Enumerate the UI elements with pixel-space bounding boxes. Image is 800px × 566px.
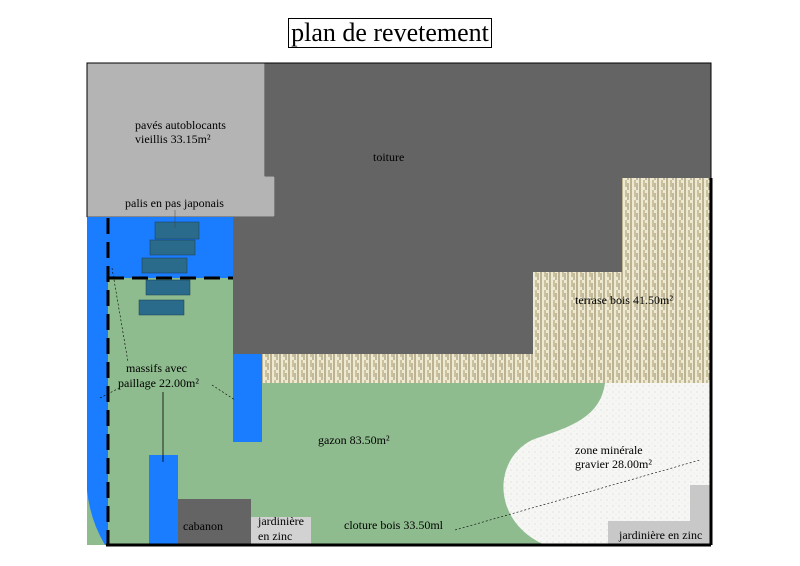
leader-lines (99, 267, 701, 531)
gravier-label-2: gravier 28.00m² (575, 457, 652, 471)
jardiniere-right (608, 485, 711, 545)
paves-label-2: vieillis 33.15m² (135, 132, 211, 146)
palis-label: palis en pas japonais (125, 196, 224, 210)
page-title: plan de revetement (288, 18, 492, 48)
stepping-stone (138, 299, 185, 316)
dashed-borders (106, 218, 233, 545)
gravier-label-1: zone minérale (575, 443, 643, 457)
gazon-label: gazon 83.50m² (318, 433, 390, 447)
toiture-zone (233, 63, 711, 354)
toiture-label: toiture (373, 150, 404, 164)
terrasse-zone (262, 178, 711, 383)
massif-center (233, 354, 262, 442)
gravier-zone (503, 383, 711, 545)
cabanon-label: cabanon (183, 519, 223, 533)
jardiniere-left-label-2: en zinc (258, 529, 292, 543)
jardiniere-left-label-1: jardinière (257, 514, 304, 528)
massifs-label-2: paillage 22.00m² (118, 376, 199, 390)
jardiniere-left (251, 517, 311, 545)
terrasse-label: terrase bois 41.50m² (575, 293, 673, 307)
massifs-label-1: massifs avec (126, 361, 187, 375)
cloture-label: cloture bois 33.50ml (344, 518, 444, 532)
jardiniere-right-label: jardinière en zinc (618, 528, 702, 542)
stepping-stone (141, 257, 188, 274)
stepping-stone (154, 221, 200, 240)
stepping-stone (149, 239, 196, 256)
stepping-stone (145, 279, 191, 296)
massif-left (87, 217, 233, 545)
stepping-stones (138, 221, 200, 316)
cabanon (178, 499, 251, 545)
massif-bottom (149, 455, 178, 545)
paves-label-1: pavés autoblocants (135, 118, 226, 132)
